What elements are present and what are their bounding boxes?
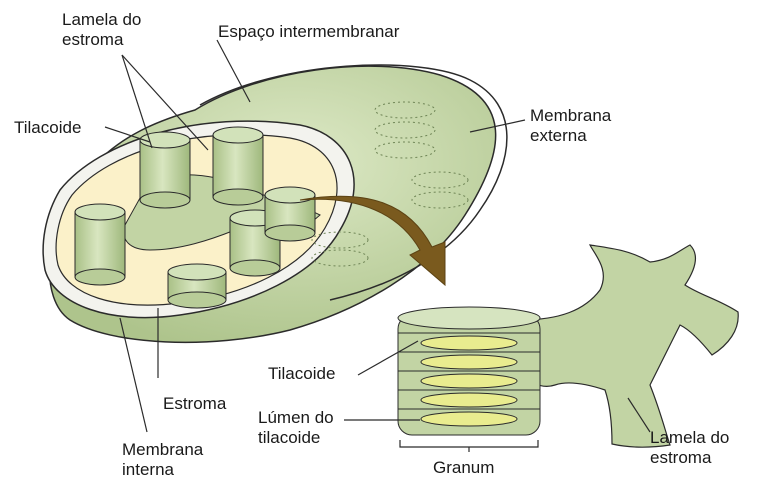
- label-membrana-interna-line2: interna: [122, 460, 203, 480]
- label-membrana-externa: Membrana externa: [530, 106, 611, 146]
- label-granum-text: Granum: [433, 458, 494, 478]
- granum-stack-1: [140, 132, 190, 208]
- label-estroma: Estroma: [163, 394, 226, 414]
- label-membrana-interna-line1: Membrana: [122, 440, 203, 460]
- label-granum: Granum: [433, 458, 494, 478]
- label-tilacoide-granum-text: Tilacoide: [268, 364, 335, 384]
- label-lumen-line2: tilacoide: [258, 428, 334, 448]
- label-membrana-externa-line1: Membrana: [530, 106, 611, 126]
- granum-stack-2: [213, 127, 263, 205]
- granum-stack-3: [75, 204, 125, 285]
- label-lamela-top-line2: estroma: [62, 30, 141, 50]
- label-membrana-interna: Membrana interna: [122, 440, 203, 480]
- label-lamela-bottom: Lamela do estroma: [650, 428, 729, 468]
- label-lamela-bottom-line1: Lamela do: [650, 428, 729, 448]
- granum-stack-6: [168, 264, 226, 308]
- label-tilacoide-top: Tilacoide: [14, 118, 81, 138]
- label-lamela-top-line1: Lamela do: [62, 10, 141, 30]
- stroma-lamella-detail: [520, 245, 738, 447]
- label-espaco-intermembranar: Espaço intermembranar: [218, 22, 399, 42]
- label-membrana-externa-line2: externa: [530, 126, 611, 146]
- label-tilacoide-granum: Tilacoide: [268, 364, 335, 384]
- label-lumen-line1: Lúmen do: [258, 408, 334, 428]
- label-estroma-text: Estroma: [163, 394, 226, 414]
- label-lumen-tilacoide: Lúmen do tilacoide: [258, 408, 334, 448]
- granum-stack-5: [265, 187, 315, 241]
- label-lamela-top: Lamela do estroma: [62, 10, 141, 50]
- label-lamela-bottom-line2: estroma: [650, 448, 729, 468]
- granum-bracket: [400, 440, 538, 452]
- granum-detail: [398, 307, 540, 435]
- label-espaco-text: Espaço intermembranar: [218, 22, 399, 42]
- label-tilacoide-top-text: Tilacoide: [14, 118, 81, 138]
